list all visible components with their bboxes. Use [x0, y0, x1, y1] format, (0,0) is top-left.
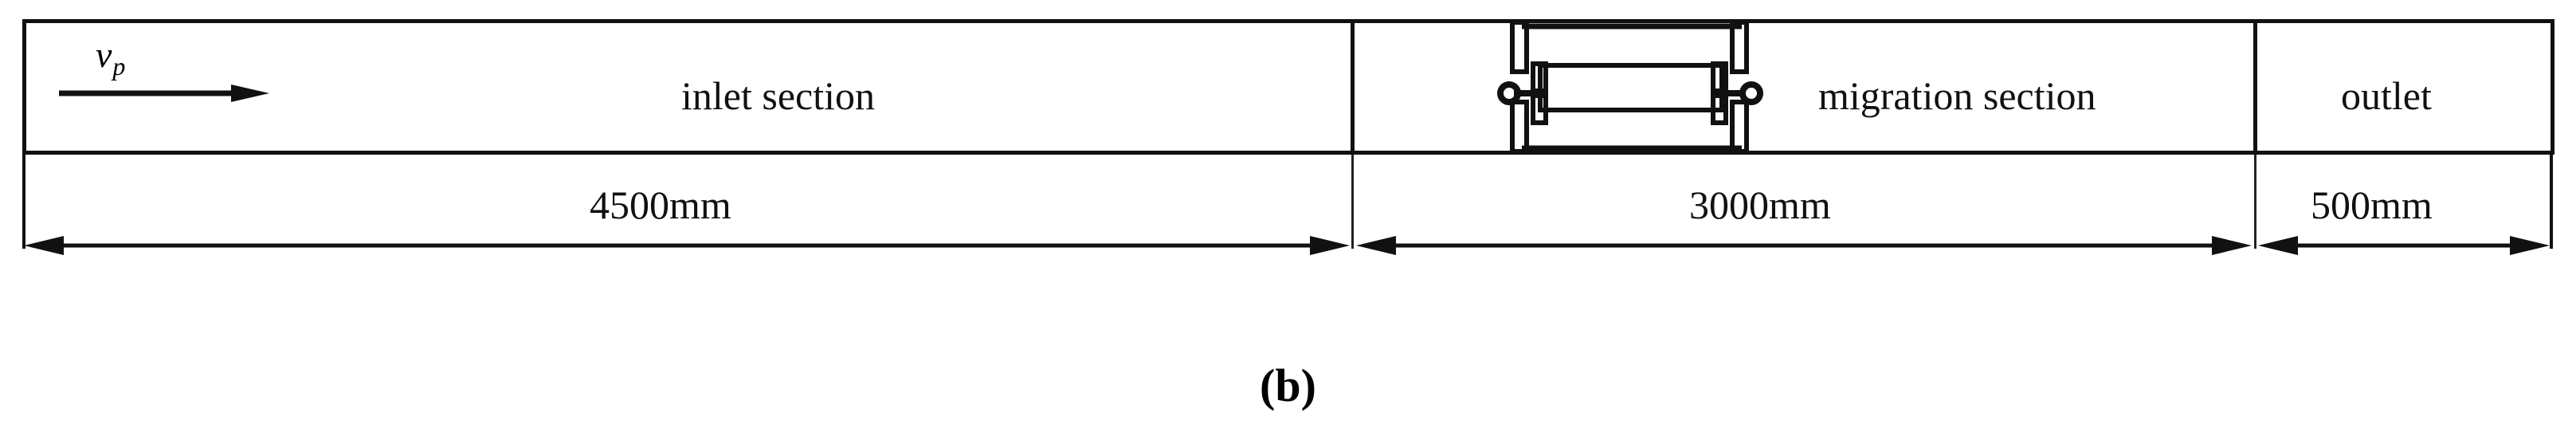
dimension-lines-group [24, 236, 2550, 255]
dimension-label-inlet: 4500mm [590, 183, 731, 227]
dimension-arrow-outlet [2258, 236, 2550, 255]
dimension-label-migration: 3000mm [1689, 183, 1831, 227]
dimension-arrow-migration [1356, 236, 2252, 255]
velocity-symbol-label: vp [96, 34, 126, 81]
dimension-extension-mid-2 [2254, 155, 2256, 249]
dimension-extension-left [22, 155, 25, 249]
section-label-migration: migration section [1818, 73, 2096, 118]
duct-outline [22, 19, 2554, 155]
dimension-arrow-inlet [24, 236, 1350, 255]
dimension-label-outlet: 500mm [2311, 183, 2433, 227]
dimension-extension-right [2550, 155, 2553, 249]
section-label-inlet: inlet section [681, 73, 875, 118]
divider-inlet-migration [1351, 19, 1355, 155]
electrode-assembly-icon [1497, 20, 1763, 154]
figure-caption: (b) [1260, 360, 1316, 411]
dimension-extension-mid-1 [1351, 155, 1354, 249]
divider-migration-outlet [2253, 19, 2257, 155]
flow-direction-arrow-icon [59, 84, 269, 102]
velocity-subscript: p [112, 52, 126, 81]
velocity-symbol: v [96, 34, 112, 75]
section-label-outlet: outlet [2341, 73, 2432, 118]
